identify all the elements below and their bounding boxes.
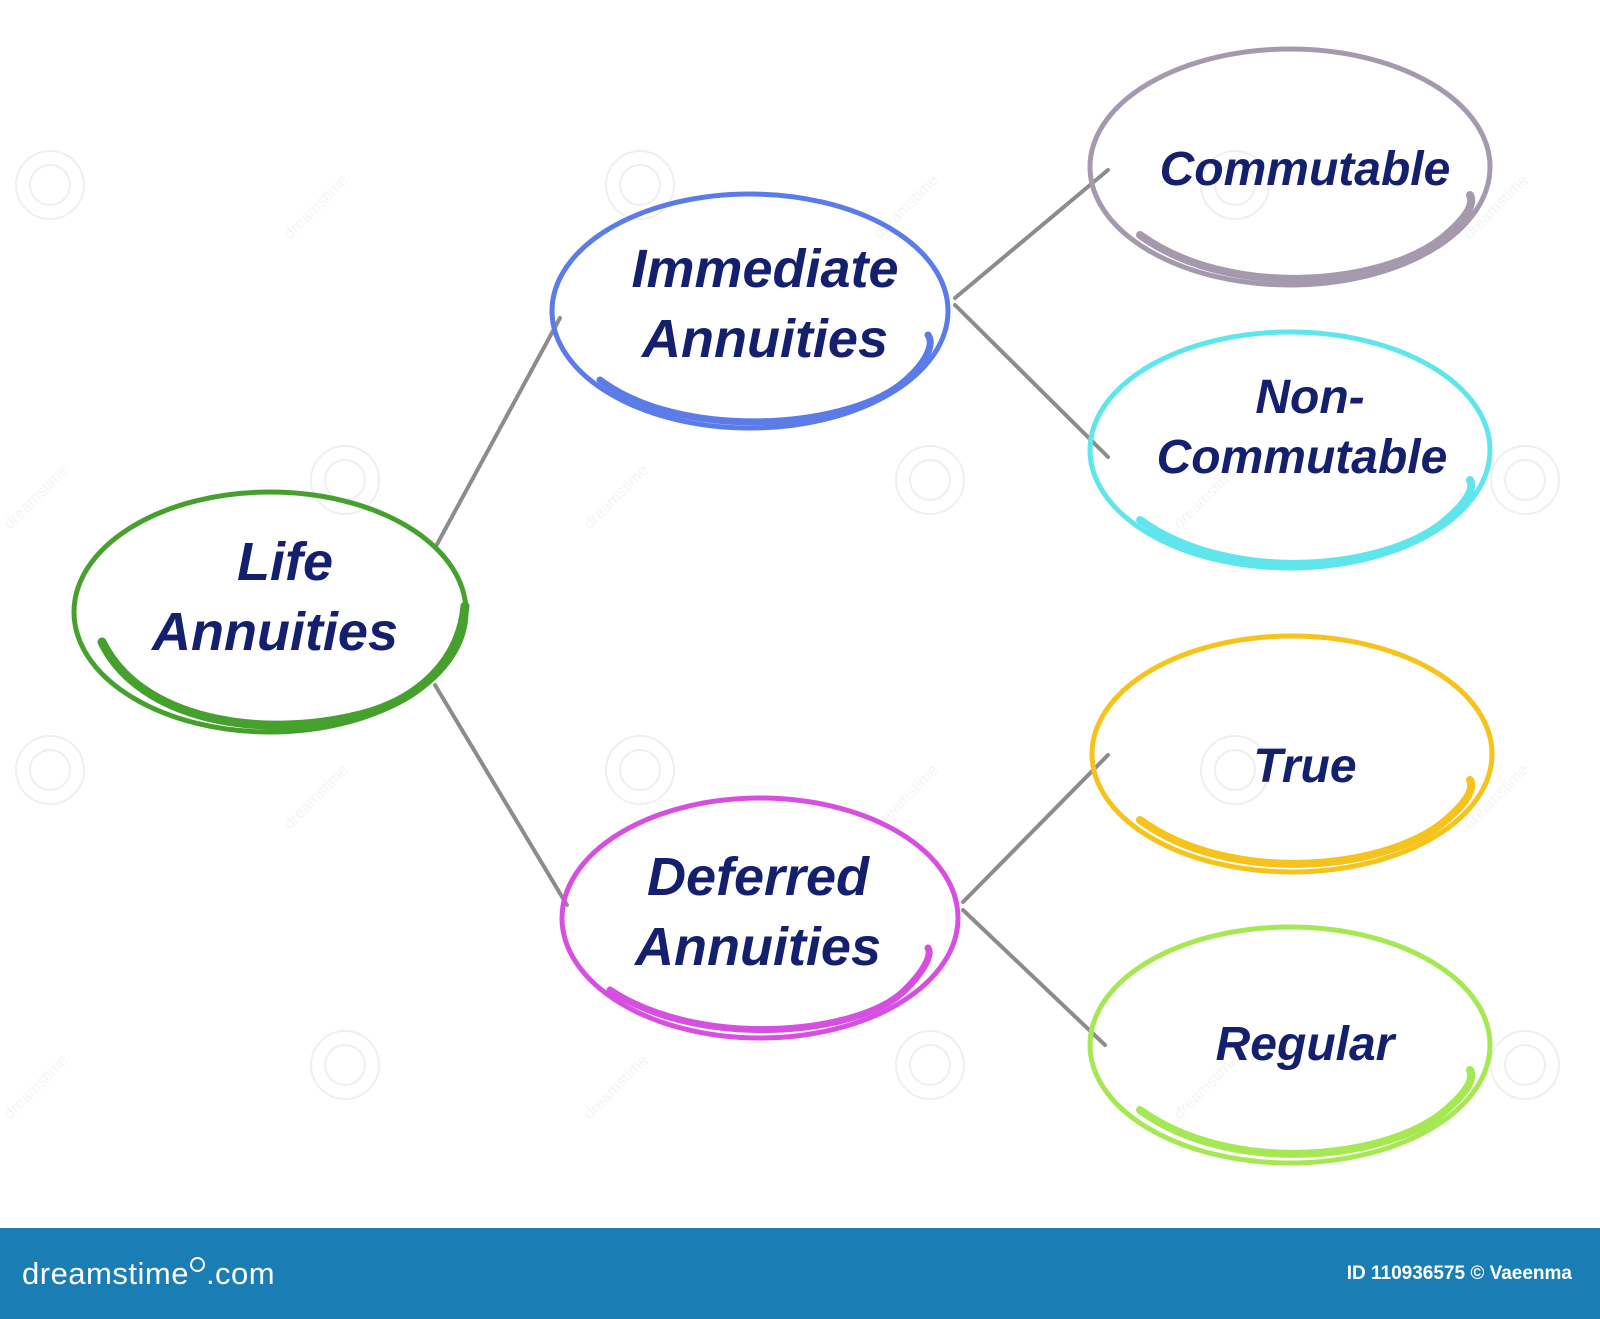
- node-label: Annuities: [150, 602, 398, 662]
- node-label: True: [1253, 740, 1356, 793]
- logo-domain: .com: [205, 1255, 276, 1291]
- connector-deferred-regular: [961, 908, 1107, 1047]
- node-brush-stroke: [1136, 1066, 1476, 1158]
- node-label: Immediate: [631, 239, 898, 299]
- node-brush-stroke: [1136, 476, 1476, 568]
- connector-deferred-true: [961, 753, 1110, 904]
- node-label: Annuities: [633, 917, 881, 977]
- node-outline: [1087, 924, 1493, 1166]
- node-brush-stroke: [1136, 776, 1476, 868]
- node-outline: [1087, 46, 1493, 288]
- node-true: True: [1089, 633, 1495, 875]
- node-regular: Regular: [1087, 924, 1493, 1166]
- node-label: Commutable: [1157, 431, 1448, 484]
- node-label: Regular: [1216, 1018, 1397, 1071]
- node-label: Non-: [1255, 371, 1364, 424]
- stock-footer-bar: dreamstime .com ID 110936575 © Vaeenma: [0, 1228, 1600, 1319]
- node-brush-stroke: [97, 601, 470, 730]
- connector-immediate-noncommutable: [953, 303, 1110, 459]
- logo-text: dreamstime: [22, 1255, 189, 1291]
- connector-immediate-commutable: [953, 168, 1110, 300]
- watermark-text: dreamstime: [581, 462, 652, 533]
- node-label: Deferred: [647, 847, 870, 907]
- watermark-text: dreamstime: [281, 762, 352, 833]
- node-brush-stroke: [606, 944, 933, 1034]
- node-label: Life: [237, 532, 333, 592]
- node-outline: [559, 795, 961, 1041]
- node-label: Annuities: [640, 309, 888, 369]
- logo-mark-icon: [189, 1257, 205, 1272]
- watermark-spiral-icon: [15, 150, 1560, 1100]
- watermark-text: dreamstime: [871, 172, 942, 243]
- node-outline: [1087, 329, 1493, 571]
- connector-life-deferred: [433, 683, 569, 907]
- connector-life-immediate: [433, 316, 562, 550]
- node-outline: [1089, 633, 1495, 875]
- node-brush-stroke: [596, 331, 934, 426]
- dreamstime-logo[interactable]: dreamstime .com: [22, 1256, 275, 1292]
- connectors: [433, 168, 1110, 1047]
- node-outline: [549, 191, 951, 431]
- watermark-text: dreamstime: [1, 1052, 72, 1123]
- node-non-commutable: Non- Commutable: [1087, 329, 1493, 571]
- node-brush-stroke: [1136, 191, 1476, 283]
- watermark-text: dreamstime: [1, 462, 72, 533]
- node-life-annuities: Life Annuities: [71, 489, 470, 735]
- node-label: Commutable: [1160, 143, 1451, 196]
- node-immediate-annuities: Immediate Annuities: [549, 191, 951, 431]
- node-deferred-annuities: Deferred Annuities: [559, 795, 961, 1041]
- watermark-text: dreamstime: [581, 1052, 652, 1123]
- watermark-text: dreamstime: [281, 172, 352, 243]
- image-id-credit: ID 110936575 © Vaeenma: [1346, 1262, 1572, 1284]
- annuity-tree-diagram: dreamstime dreamstime dreamstime dreamst…: [1, 46, 1560, 1166]
- node-commutable: Commutable: [1087, 46, 1493, 288]
